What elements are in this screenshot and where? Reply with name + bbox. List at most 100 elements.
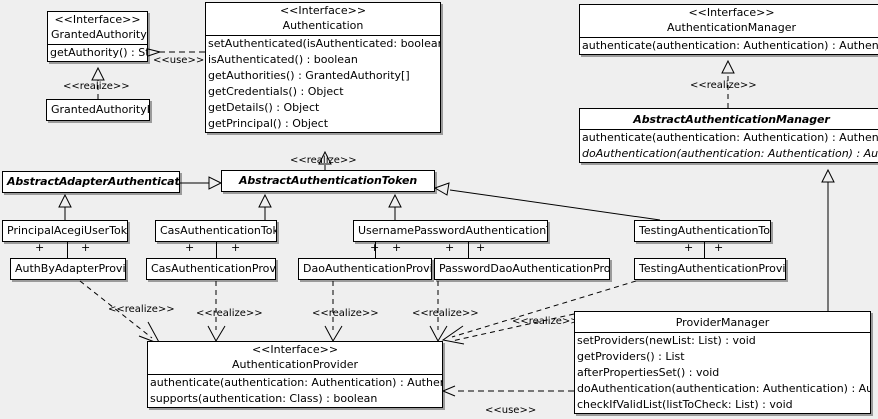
class-header: AbstractAuthenticationManager [580,109,878,129]
class-stereotype: <<Interface>> [251,343,339,356]
class-header: UsernamePasswordAuthenticationToken [354,221,547,241]
class-box-granted-authority[interactable]: <<Interface>> GrantedAuthority getAuthor… [47,11,148,62]
class-header: <<Interface>> Authentication [206,3,440,35]
class-header: TestingAuthenticationToken [635,221,770,241]
operation: getAuthority() : String [50,46,147,59]
class-name: TestingAuthenticationToken [639,224,771,237]
operation: doAuthentication(authentication: Authent… [582,147,878,160]
class-header: GrantedAuthorityImpl [47,100,149,120]
operation: authenticate(authentication: Authenticat… [150,376,442,389]
class-stereotype: <<Interface>> [54,13,141,26]
relationship-label-use-granted-authority: <<use>> [153,55,205,66]
class-header: ProviderManager [575,312,870,332]
class-box-authentication-manager[interactable]: <<Interface>> AuthenticationManager auth… [579,4,878,55]
operation: doAuthentication(authentication: Authent… [577,382,870,395]
relationship-label-realize-testing-provider: <<realize>> [512,316,579,327]
class-operations: authenticate(authentication: Authenticat… [580,130,878,162]
association-line [375,240,376,258]
operation: getCredentials() : Object [208,85,344,98]
class-name: DaoAuthenticationProvider [303,262,431,275]
operation: getProviders() : List [577,350,685,363]
class-header: TestingAuthenticationProvider [635,259,785,279]
class-name: CasAuthenticationToken [160,224,276,237]
relationship-label-realize-abstract-authentication-manager: <<realize>> [690,80,757,91]
class-separator [206,35,440,36]
relationship-label-realize-granted-authority-impl: <<realize>> [63,81,130,92]
operation: authenticate(authentication: Authenticat… [582,131,878,144]
class-box-abstract-authentication-token[interactable]: AbstractAuthenticationToken [221,170,435,192]
class-box-testing-authentication-token[interactable]: TestingAuthenticationToken [634,220,771,242]
class-separator [48,44,147,45]
class-box-dao-authentication-provider[interactable]: DaoAuthenticationProvider [298,258,432,280]
association-end-marker: + [392,241,402,254]
class-header: PasswordDaoAuthenticationProvider [435,259,609,279]
operation: supports(authentication: Class) : boolea… [150,392,378,405]
class-separator [575,332,870,333]
class-name: UsernamePasswordAuthenticationToken [358,224,547,237]
association-line [704,240,705,258]
class-name: AbstractAdapterAuthenticationToken [7,175,180,188]
class-operations: setAuthenticated(isAuthenticated: boolea… [206,36,440,132]
class-name: AuthByAdapterProvider [15,262,126,275]
relationship-label-realize-password-dao-provider: <<realize>> [412,308,479,319]
class-box-auth-by-adapter-provider[interactable]: AuthByAdapterProvider [10,258,126,280]
class-name: ProviderManager [675,316,770,329]
class-box-authentication-provider[interactable]: <<Interface>> AuthenticationProvider aut… [147,341,443,408]
association-end-marker: + [445,241,455,254]
association-line [67,240,68,258]
class-box-cas-authentication-provider[interactable]: CasAuthenticationProvider [146,258,276,280]
class-operations: setProviders(newList: List) : void getPr… [575,333,870,413]
operation: isAuthenticated() : boolean [208,53,358,66]
relationship-label-use-provider-manager: <<use>> [485,405,537,416]
association-end-marker: + [185,241,195,254]
class-name: AuthenticationManager [667,21,796,34]
class-header: DaoAuthenticationProvider [299,259,431,279]
operation: getDetails() : Object [208,101,320,114]
class-header: AbstractAuthenticationToken [222,171,434,191]
class-name: AuthenticationProvider [231,358,359,371]
class-box-username-password-authentication-token[interactable]: UsernamePasswordAuthenticationToken [353,220,548,242]
class-stereotype: <<Interface>> [279,4,367,17]
class-name: Authentication [282,19,364,32]
association-line [468,240,469,258]
operation: getAuthorities() : GrantedAuthority[] [208,69,410,82]
class-box-principal-acegi-user-token[interactable]: PrincipalAcegiUserToken [2,220,128,242]
class-stereotype: <<Interface>> [688,6,775,19]
class-box-cas-authentication-token[interactable]: CasAuthenticationToken [155,220,277,242]
association-end-marker: + [231,241,241,254]
class-operations: getAuthority() : String [48,45,147,61]
association-end-marker: + [476,241,486,254]
class-box-provider-manager[interactable]: ProviderManager setProviders(newList: Li… [574,311,871,414]
class-box-testing-authentication-provider[interactable]: TestingAuthenticationProvider [634,258,786,280]
class-box-abstract-adapter-authentication-token[interactable]: AbstractAdapterAuthenticationToken [2,171,180,193]
relationship-label-realize-auth-by-adapter: <<realize>> [108,304,175,315]
class-header: CasAuthenticationProvider [147,259,275,279]
class-separator [580,37,878,38]
association-end-marker: + [35,241,45,254]
class-name: TestingAuthenticationProvider [639,262,786,275]
operation: authenticate(authentication: Authenticat… [582,39,878,52]
class-header: AuthByAdapterProvider [11,259,125,279]
class-name: CasAuthenticationProvider [151,262,276,275]
class-box-abstract-authentication-manager[interactable]: AbstractAuthenticationManager authentica… [579,108,878,163]
class-box-authentication[interactable]: <<Interface>> Authentication setAuthenti… [205,2,441,133]
relationship-label-realize-cas-provider: <<realize>> [196,308,263,319]
class-name: PasswordDaoAuthenticationProvider [439,262,610,275]
class-operations: authenticate(authentication: Authenticat… [148,375,442,407]
class-separator [148,374,442,375]
class-box-password-dao-authentication-provider[interactable]: PasswordDaoAuthenticationProvider [434,258,610,280]
class-header: PrincipalAcegiUserToken [3,221,127,241]
operation: afterPropertiesSet() : void [577,366,720,379]
association-end-marker: + [81,241,91,254]
class-name: GrantedAuthority [51,28,147,41]
association-end-marker: + [714,241,724,254]
class-box-granted-authority-impl[interactable]: GrantedAuthorityImpl [46,99,150,121]
class-header: <<Interface>> AuthenticationProvider [148,342,442,374]
class-name: AbstractAuthenticationManager [633,113,830,126]
association-end-marker: + [684,241,694,254]
class-header: <<Interface>> AuthenticationManager [580,5,878,37]
association-end-marker: + [370,241,380,254]
class-operations: authenticate(authentication: Authenticat… [580,38,878,54]
operation: checkIfValidList(listToCheck: List) : vo… [577,398,793,411]
operation: setProviders(newList: List) : void [577,334,756,347]
